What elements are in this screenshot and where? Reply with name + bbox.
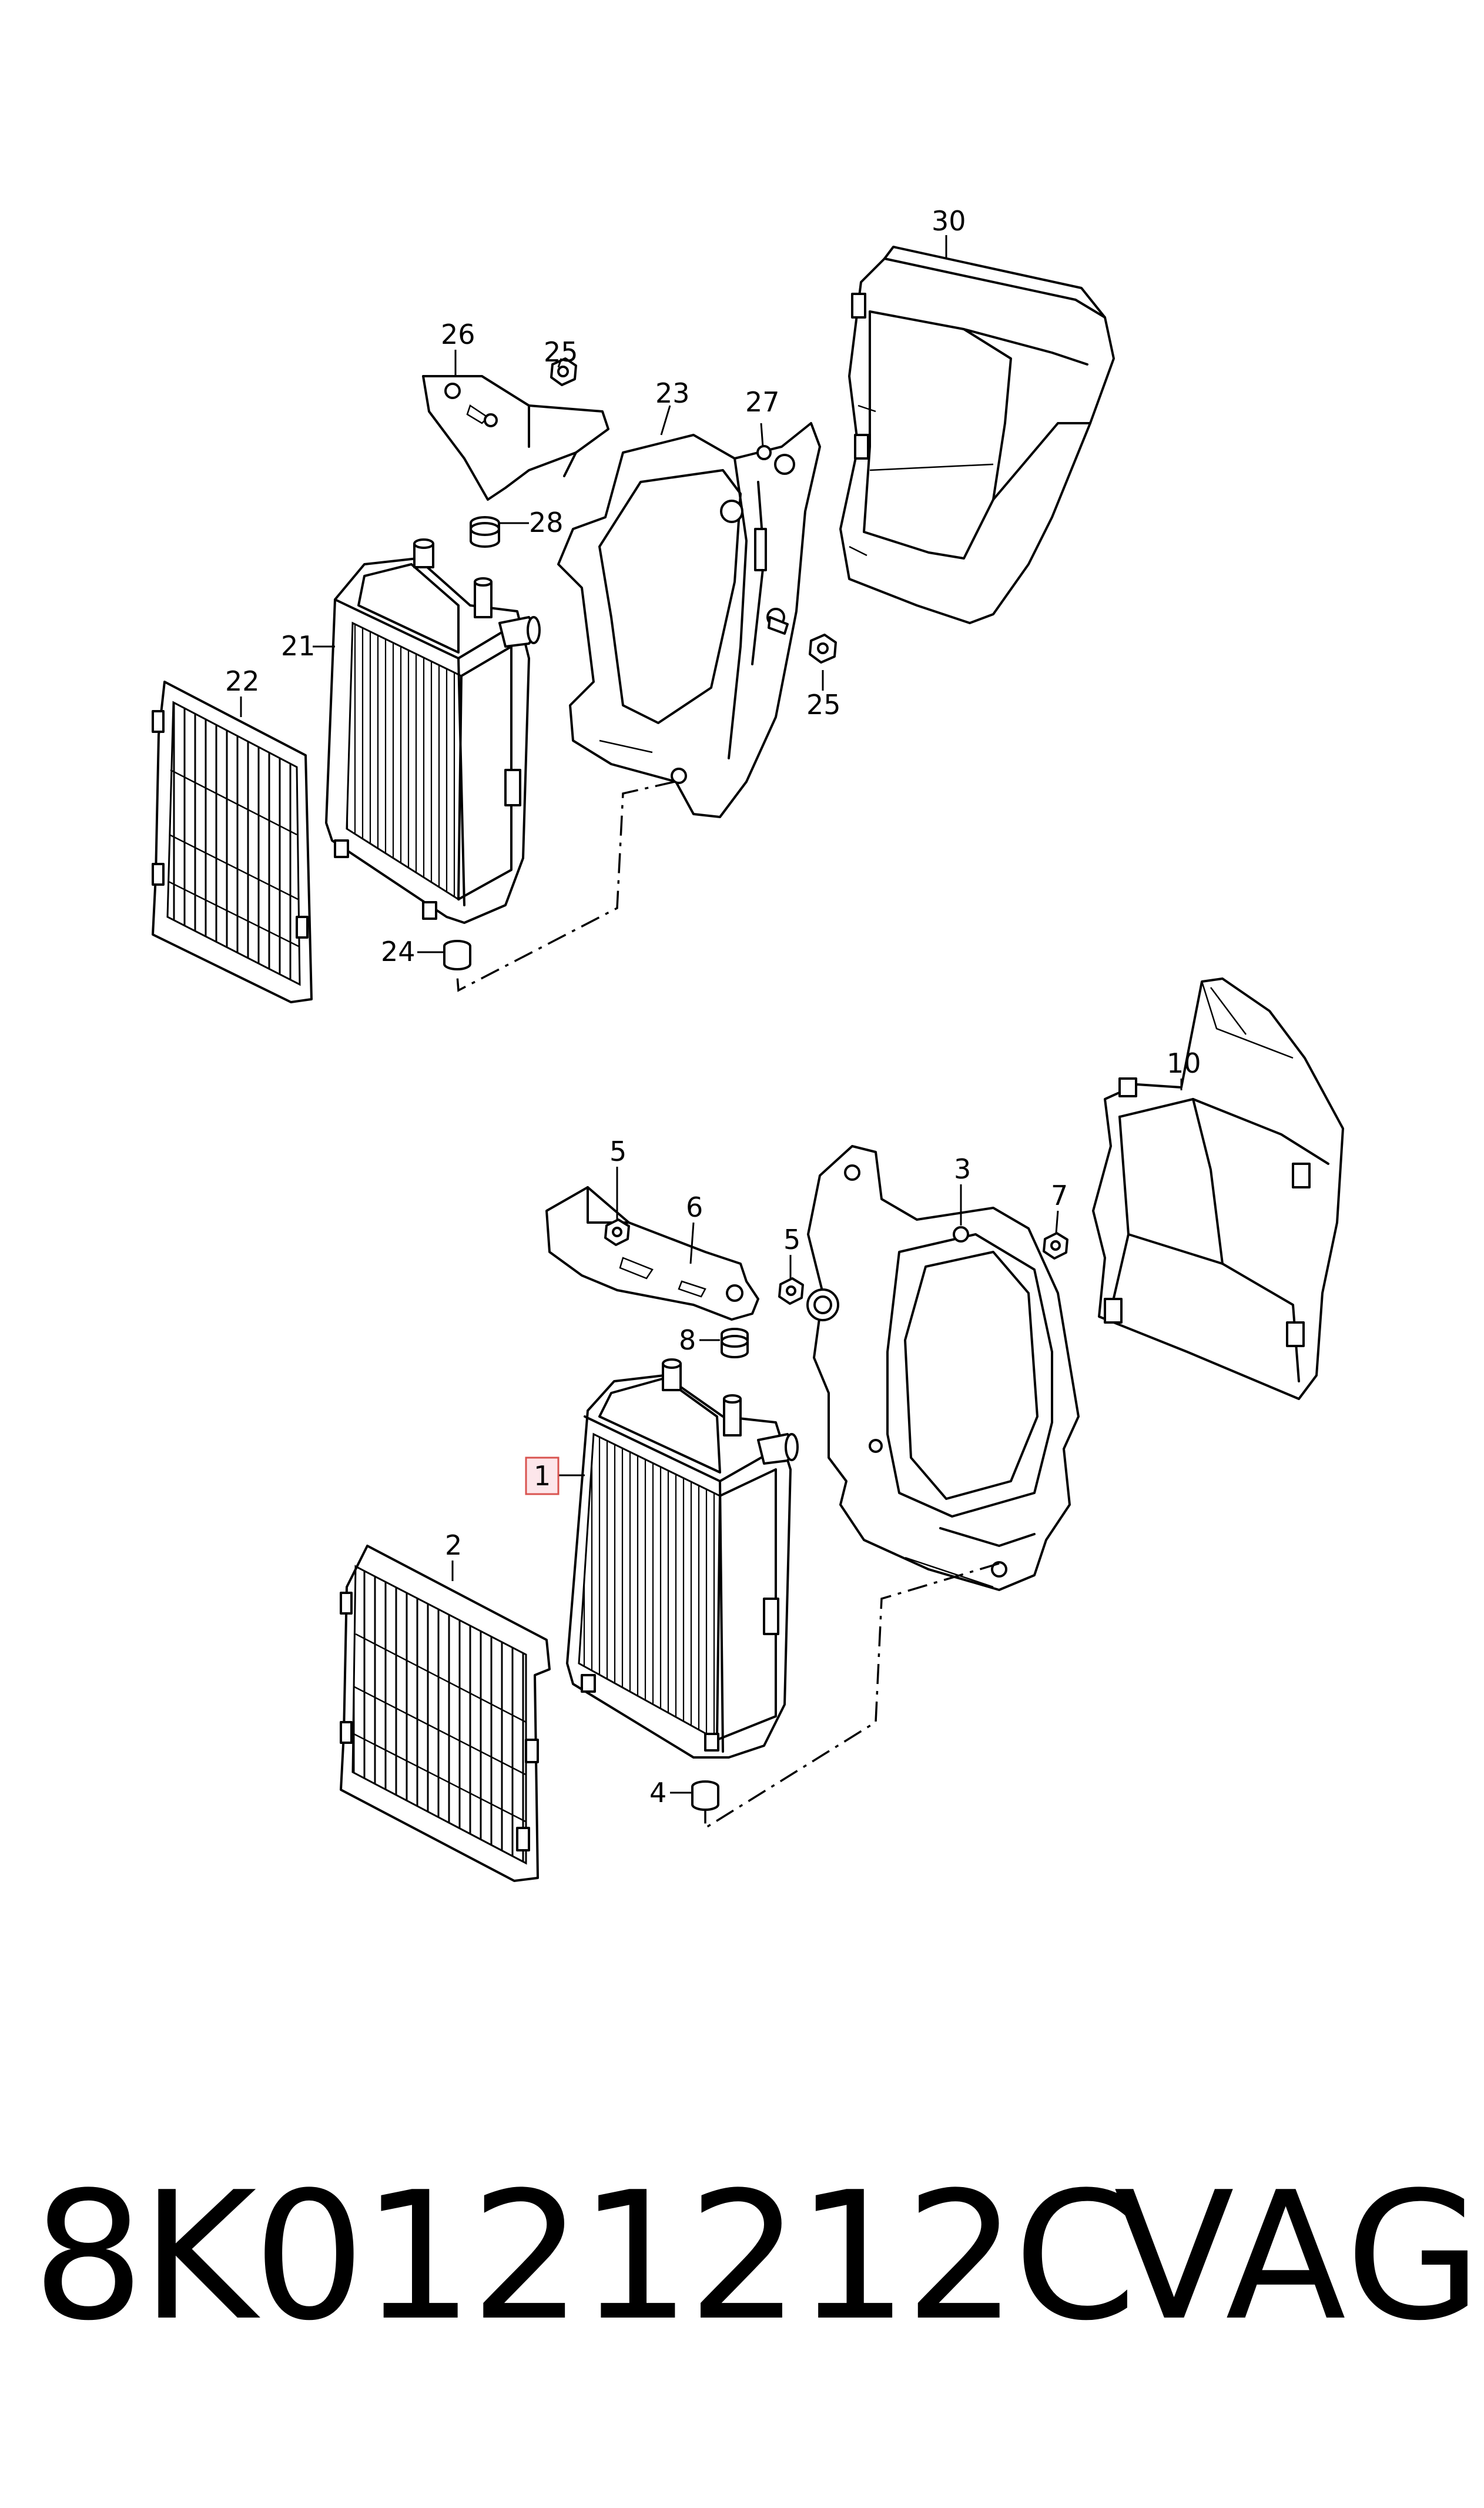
callout-21: 21 <box>281 630 316 662</box>
callout-26: 26 <box>441 319 475 350</box>
upper-alignment-dashed-line <box>456 781 675 992</box>
part-6-bracket <box>545 1186 759 1321</box>
upper-leader-lines <box>240 235 947 953</box>
part-22-grille <box>152 681 313 1003</box>
callout-30: 30 <box>932 205 966 237</box>
part-30-air-duct <box>839 246 1115 624</box>
part-1-radiator <box>566 1358 799 1759</box>
callout-1-highlight <box>525 1456 560 1495</box>
callout-28: 28 <box>529 507 564 538</box>
part-25-nut-upper <box>550 357 577 386</box>
callout-25-lower: 25 <box>806 689 841 721</box>
callout-10: 10 <box>1167 1047 1201 1079</box>
callout-23: 23 <box>655 377 690 409</box>
callout-6: 6 <box>686 1191 703 1223</box>
callout-7: 7 <box>1051 1180 1068 1211</box>
lower-leader-lines <box>451 1079 1182 1794</box>
part-26-bracket <box>422 375 609 501</box>
part-5-nut-lower <box>778 1277 804 1305</box>
part-23-mounting-frame <box>557 422 821 818</box>
callout-25-upper: 25 <box>544 336 578 368</box>
part-27-bolt <box>756 445 772 460</box>
lower-assembly <box>340 977 1344 1882</box>
callout-24: 24 <box>381 936 416 967</box>
part-5-nut-upper <box>604 1218 630 1246</box>
upper-assembly <box>152 235 1115 1003</box>
callout-5-upper: 5 <box>609 1136 627 1167</box>
part-4-rubber-mount <box>691 1780 719 1811</box>
footer-caption: 8K0121212C VAG <box>32 2151 1482 2363</box>
callout-8: 8 <box>679 1324 696 1356</box>
callout-5-lower: 5 <box>783 1224 800 1255</box>
callout-27: 27 <box>745 386 780 418</box>
part-28-rubber-mount <box>470 516 500 548</box>
callout-labels: 30 26 25 23 27 28 21 22 25 24 10 5 3 6 7… <box>225 205 1201 1809</box>
callout-22: 22 <box>225 665 260 697</box>
part-8-rubber-mount <box>721 1328 749 1358</box>
part-number: 8K0121212C <box>32 2154 1137 2359</box>
callout-4: 4 <box>649 1777 666 1809</box>
part-25-nut-lower <box>768 616 837 664</box>
part-24-rubber-mount <box>443 940 471 970</box>
callout-2: 2 <box>445 1529 462 1561</box>
part-21-radiator <box>325 538 541 924</box>
part-2-grille <box>340 1545 551 1882</box>
part-3-mounting-frame <box>806 1145 1080 1591</box>
part-10-air-duct <box>1092 977 1344 1400</box>
callout-1: 1 <box>534 1460 551 1492</box>
part-7-nut <box>1043 1232 1068 1260</box>
callout-3: 3 <box>954 1153 971 1185</box>
brand-name: VAG <box>1114 2154 1484 2359</box>
lower-alignment-dashed-line <box>704 1562 1000 1830</box>
